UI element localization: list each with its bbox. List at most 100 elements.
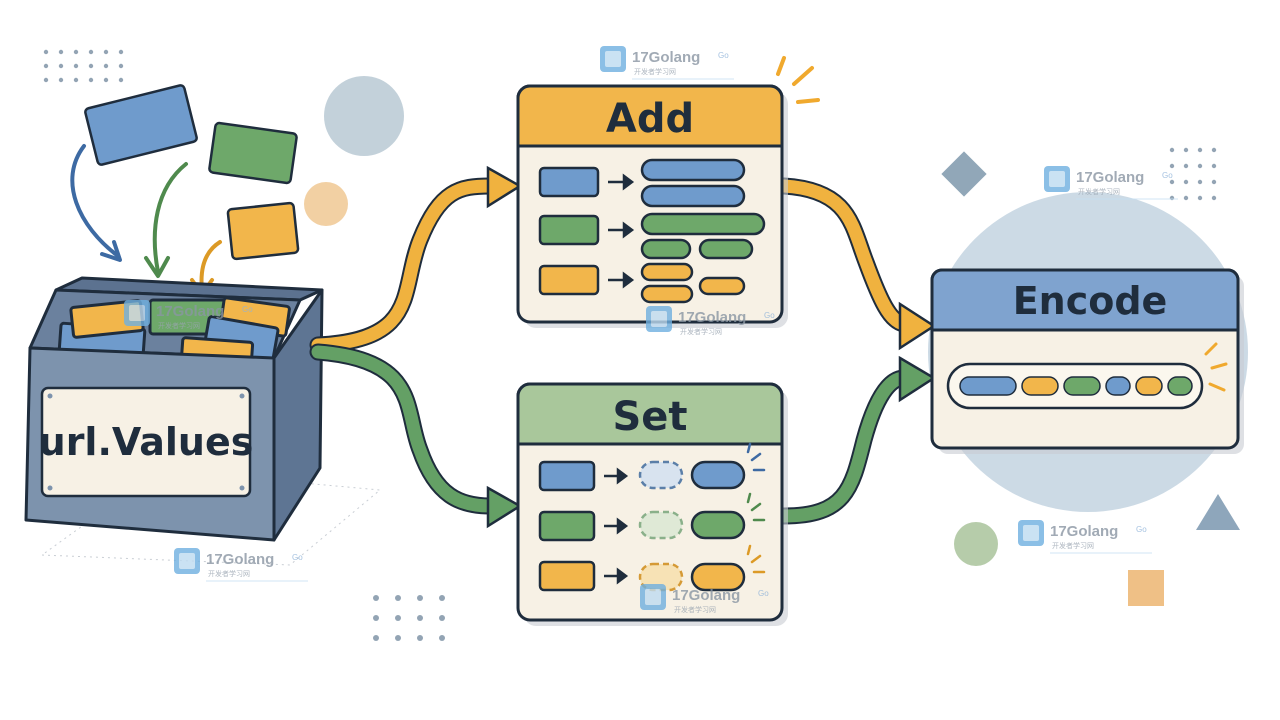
add-value-orange-3	[640, 284, 694, 304]
watermark-sub: 开发者学习网	[674, 605, 716, 614]
add-key-blue	[538, 166, 600, 198]
floating-card-green	[208, 121, 298, 185]
add-value-blue-2	[640, 184, 746, 208]
decor-triangle	[1196, 494, 1240, 530]
source-box-label: url.Values	[39, 420, 254, 464]
watermark-badge: Go	[1136, 525, 1147, 534]
decor-square-orange	[1128, 570, 1164, 606]
set-key-orange	[538, 560, 596, 592]
watermark-name: 17Golang	[632, 49, 700, 66]
panel-set-title: Set	[612, 394, 687, 440]
decor-dots-bottom	[373, 595, 445, 641]
set-key-blue	[538, 460, 596, 492]
watermark: 17Golang 开发者学习网 Go	[600, 46, 734, 80]
logo-icon	[646, 306, 672, 332]
watermark-sub: 开发者学习网	[634, 67, 676, 76]
add-key-orange	[538, 264, 600, 296]
logo-icon	[1044, 166, 1070, 192]
arrow-head-add	[486, 165, 523, 209]
sparkle-icon	[776, 56, 820, 104]
panel-encode	[930, 268, 1244, 454]
arrow-head-encode-top	[898, 301, 937, 351]
drop-arrows	[70, 144, 222, 296]
watermark-badge: Go	[242, 305, 253, 314]
set-key-green	[538, 510, 596, 542]
encode-seg-green-2	[1167, 376, 1193, 396]
drop-arrow-blue	[70, 144, 120, 258]
panel-set	[516, 382, 788, 626]
arrow-box-to-set	[309, 343, 499, 515]
panel-encode-title: Encode	[1013, 279, 1168, 323]
logo-icon	[640, 584, 666, 610]
watermark-badge: Go	[1162, 171, 1173, 180]
watermark-name: 17Golang	[1050, 523, 1118, 540]
flow-arrows	[309, 165, 937, 529]
decor-diamond	[941, 151, 987, 197]
panel-add-header	[516, 84, 784, 148]
encode-seg-orange	[1021, 376, 1059, 396]
panel-add-title: Add	[606, 96, 694, 142]
logo-icon	[174, 548, 200, 574]
add-value-orange-2	[698, 276, 746, 296]
watermark: 17Golang 开发者学习网 Go	[1018, 520, 1152, 554]
watermark: 17Golang 开发者学习网 Go	[124, 300, 253, 330]
floating-card-orange	[226, 201, 300, 261]
watermark-name: 17Golang	[1076, 169, 1144, 186]
watermark-sub: 开发者学习网	[680, 327, 722, 336]
add-value-green-1	[640, 212, 766, 236]
set-value-orange	[690, 562, 746, 592]
add-key-green	[538, 214, 600, 246]
watermark: 17Golang 开发者学习网 Go	[646, 306, 775, 336]
watermark: 17Golang 开发者学习网 Go	[1044, 166, 1178, 200]
decor-circle-orange	[304, 182, 348, 226]
add-value-orange-1	[640, 262, 694, 282]
watermark-sub: 开发者学习网	[208, 569, 250, 578]
encode-seg-green	[1063, 376, 1101, 396]
floating-cards	[84, 84, 300, 261]
watermark-sub: 开发者学习网	[1052, 541, 1094, 550]
arrow-head-set	[486, 485, 523, 529]
watermark-sub: 开发者学习网	[158, 321, 200, 330]
watermark-badge: Go	[718, 51, 729, 60]
encode-sparkle-icon	[1204, 342, 1228, 392]
watermark: 17Golang 开发者学习网 Go	[640, 584, 769, 614]
set-value-green	[690, 510, 746, 540]
watermark: 17Golang 开发者学习网 Go	[174, 548, 308, 582]
logo-icon	[1018, 520, 1044, 546]
encode-seg-orange-2	[1135, 376, 1163, 396]
decor-circle-green	[954, 522, 998, 566]
set-old-green	[638, 510, 684, 540]
decor-dots-topleft	[43, 49, 124, 83]
set-sparkles	[746, 442, 766, 574]
watermark-badge: Go	[292, 553, 303, 562]
panel-add	[516, 84, 788, 328]
add-arrows	[608, 173, 635, 289]
watermark-name: 17Golang	[156, 303, 224, 320]
box-label-plate	[40, 386, 252, 498]
set-old-blue	[638, 460, 684, 490]
panel-encode-header	[930, 268, 1240, 332]
source-box	[24, 276, 381, 566]
logo-icon	[124, 300, 150, 326]
encode-seg-blue	[959, 376, 1017, 396]
watermark-name: 17Golang	[206, 551, 274, 568]
logo-icon	[600, 46, 626, 72]
add-value-blue-1	[640, 158, 746, 182]
watermark-name: 17Golang	[678, 309, 746, 326]
encode-seg-blue-2	[1105, 376, 1131, 396]
floating-card-blue	[84, 84, 198, 166]
set-arrows	[604, 467, 629, 585]
panel-set-header	[516, 382, 784, 446]
set-value-blue	[690, 460, 746, 490]
arrow-head-encode-bottom	[898, 355, 937, 403]
watermark-name: 17Golang	[672, 587, 740, 604]
drop-arrow-green	[152, 162, 188, 274]
watermark-badge: Go	[758, 589, 769, 598]
decor-circle-gray	[324, 76, 404, 156]
watermark-badge: Go	[764, 311, 775, 320]
add-value-green-2	[640, 238, 692, 260]
watermark-sub: 开发者学习网	[1078, 187, 1120, 196]
decor-dots-right	[1169, 147, 1217, 201]
add-value-green-3	[698, 238, 754, 260]
